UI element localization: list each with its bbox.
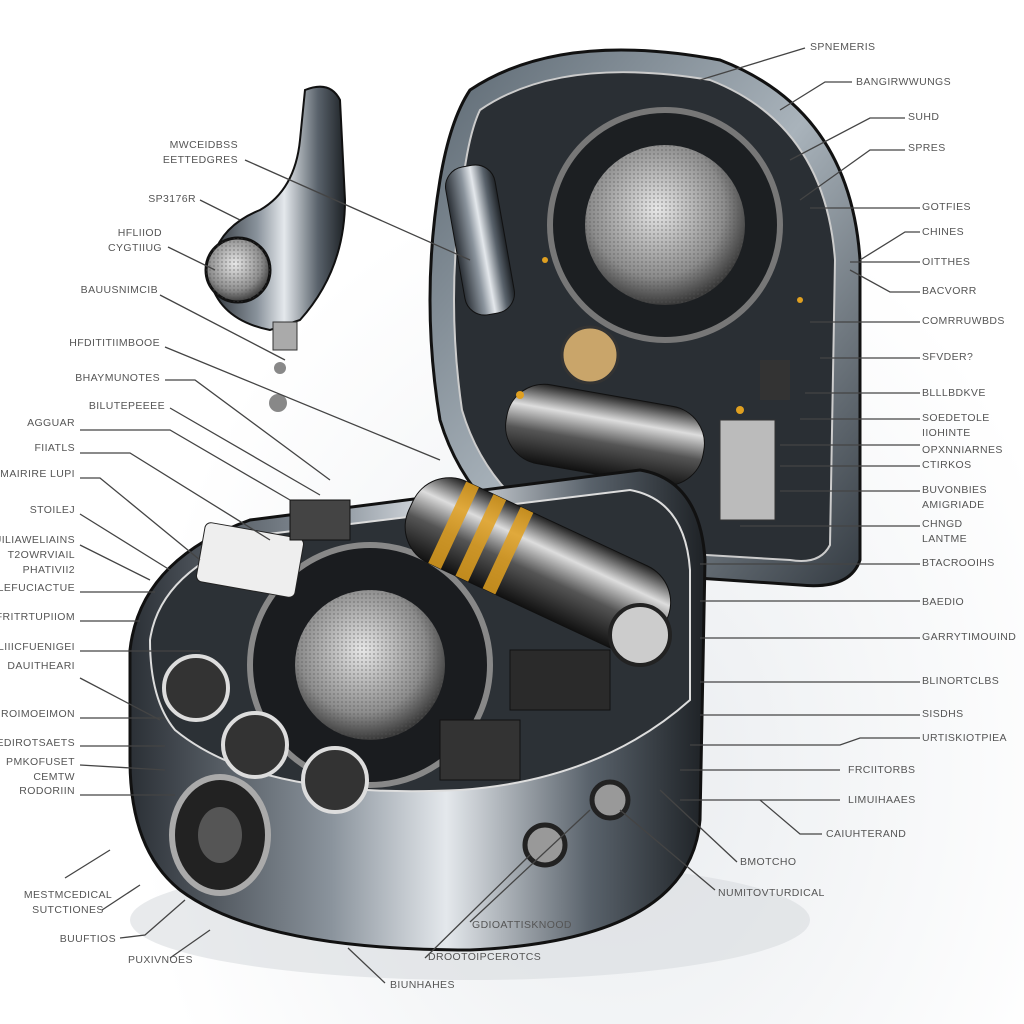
label-left-19: PMKOFUSET CEMTW: [6, 756, 75, 783]
label-right-3: SUHD: [908, 111, 940, 123]
label-left-13: OLLEFUCIACTUE: [0, 582, 75, 594]
label-left-12: SUILIAWELIAINS T2OWRVIAIL PHATIVII2: [0, 534, 75, 576]
label-right-1: SPNEMERIS: [810, 41, 876, 53]
label-left-16: DAUITHEARI: [7, 660, 75, 672]
button-1-icon: [162, 654, 230, 722]
lid-circuit-board-icon: [719, 419, 776, 521]
label-right-15: BUVONBIES AMIGRIADE: [922, 484, 987, 511]
label-left-18: JOCEDIROTSAETS: [0, 737, 75, 749]
label-bottom-8: BMOTCHO: [740, 856, 797, 868]
label-right-24: LIMUIHAAES: [848, 794, 916, 806]
label-right-20: BLINORTCLBS: [922, 675, 1000, 687]
earbud: [204, 85, 347, 412]
label-left-6: BHAYMUNOTES: [75, 372, 160, 384]
label-right-7: OITTHES: [922, 256, 971, 268]
label-right-2: BANGIRWWUNGS: [856, 76, 952, 88]
label-bottom-3: PUXIVNOES: [128, 954, 193, 966]
label-right-14: CTIRKOS: [922, 459, 972, 471]
label-bottom-4: BIUNHAHES: [390, 979, 455, 991]
base-battery-icon: [404, 477, 672, 652]
label-left-7: BILUTEPEEEE: [88, 400, 165, 412]
case-base: [128, 468, 707, 952]
label-right-21: SISDHS: [922, 708, 964, 720]
label-right-16: CHNGD LANTME: [922, 518, 967, 545]
label-bottom-2: BUUFTIOS: [59, 933, 116, 945]
lid-connector-icon: [445, 164, 515, 316]
label-right-13: OPXNNIARNES: [922, 444, 1003, 456]
label-right-19: GARRYTIMOUIND: [922, 631, 1017, 643]
label-left-4: BAUUSNIMCIB: [80, 284, 158, 296]
label-bottom-6: GDIOATTISKNOOD: [472, 919, 572, 931]
label-right-17: BTACROOIHS: [922, 557, 995, 569]
label-right-4: SPRES: [908, 142, 946, 154]
label-bottom-5: DROOTOIPCEROTCS: [428, 951, 542, 963]
label-right-12: SOEDETOLE IIOHINTE: [922, 412, 990, 439]
label-left-17: ROIMOEIMON: [1, 708, 75, 720]
label-left-1: MWCEIDBSS EETTEDGRES: [162, 139, 238, 166]
label-left-9: FIIATLS: [34, 442, 75, 454]
label-left-14: GRFRITRTUPIIOM: [0, 611, 75, 623]
button-2-icon: [221, 711, 289, 779]
label-right-22: URTISKIOTPIEA: [922, 732, 1007, 744]
label-left-8: AGGUAR: [27, 417, 75, 429]
label-right-11: BLLLBDKVE: [922, 387, 986, 399]
label-left-5: HFDITITIIMBOOE: [69, 337, 160, 349]
label-right-23: FRCIITORBS: [848, 764, 916, 776]
case-lid: [428, 48, 862, 588]
label-left-11: STOILEJ: [29, 504, 75, 516]
label-right-5: GOTFIES: [922, 201, 971, 213]
label-left-10: BIMAIRIRE LUPI: [0, 468, 75, 480]
label-bottom-7: NUMITOVTURDICAL: [718, 887, 825, 899]
label-right-8: BACVORR: [922, 285, 977, 297]
label-right-9: COMRRUWBDS: [922, 315, 1005, 327]
label-right-10: SFVDER?: [922, 351, 974, 363]
label-left-20: RODORIIN: [19, 785, 75, 797]
label-right-25: CAIUHTERAND: [826, 828, 907, 840]
label-bottom-1: MESTMCEDICAL SUTCTIONES: [23, 889, 113, 916]
label-right-6: CHINES: [922, 226, 965, 238]
label-right-18: BAEDIO: [922, 596, 965, 608]
label-left-15: LIIICFUENIGEI: [0, 641, 75, 653]
leader-lines: [64, 47, 920, 984]
button-3-icon: [301, 746, 369, 814]
label-left-2: SP3176R: [148, 193, 196, 205]
label-left-3: HFLIIOD CYGTIIUG: [108, 227, 162, 254]
